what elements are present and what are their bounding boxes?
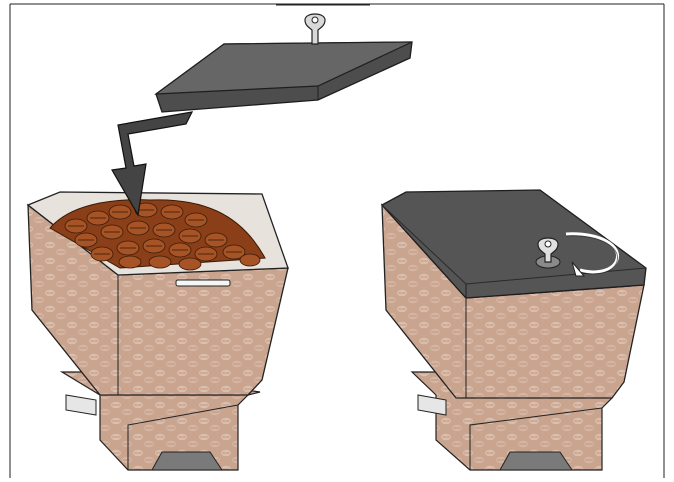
right-hopper xyxy=(382,190,646,470)
right-outlet xyxy=(500,452,572,470)
lid-raised xyxy=(156,42,412,112)
key-icon xyxy=(276,5,370,44)
left-hopper xyxy=(28,192,288,470)
left-handle-slot xyxy=(176,280,230,286)
left-outlet xyxy=(152,452,222,470)
